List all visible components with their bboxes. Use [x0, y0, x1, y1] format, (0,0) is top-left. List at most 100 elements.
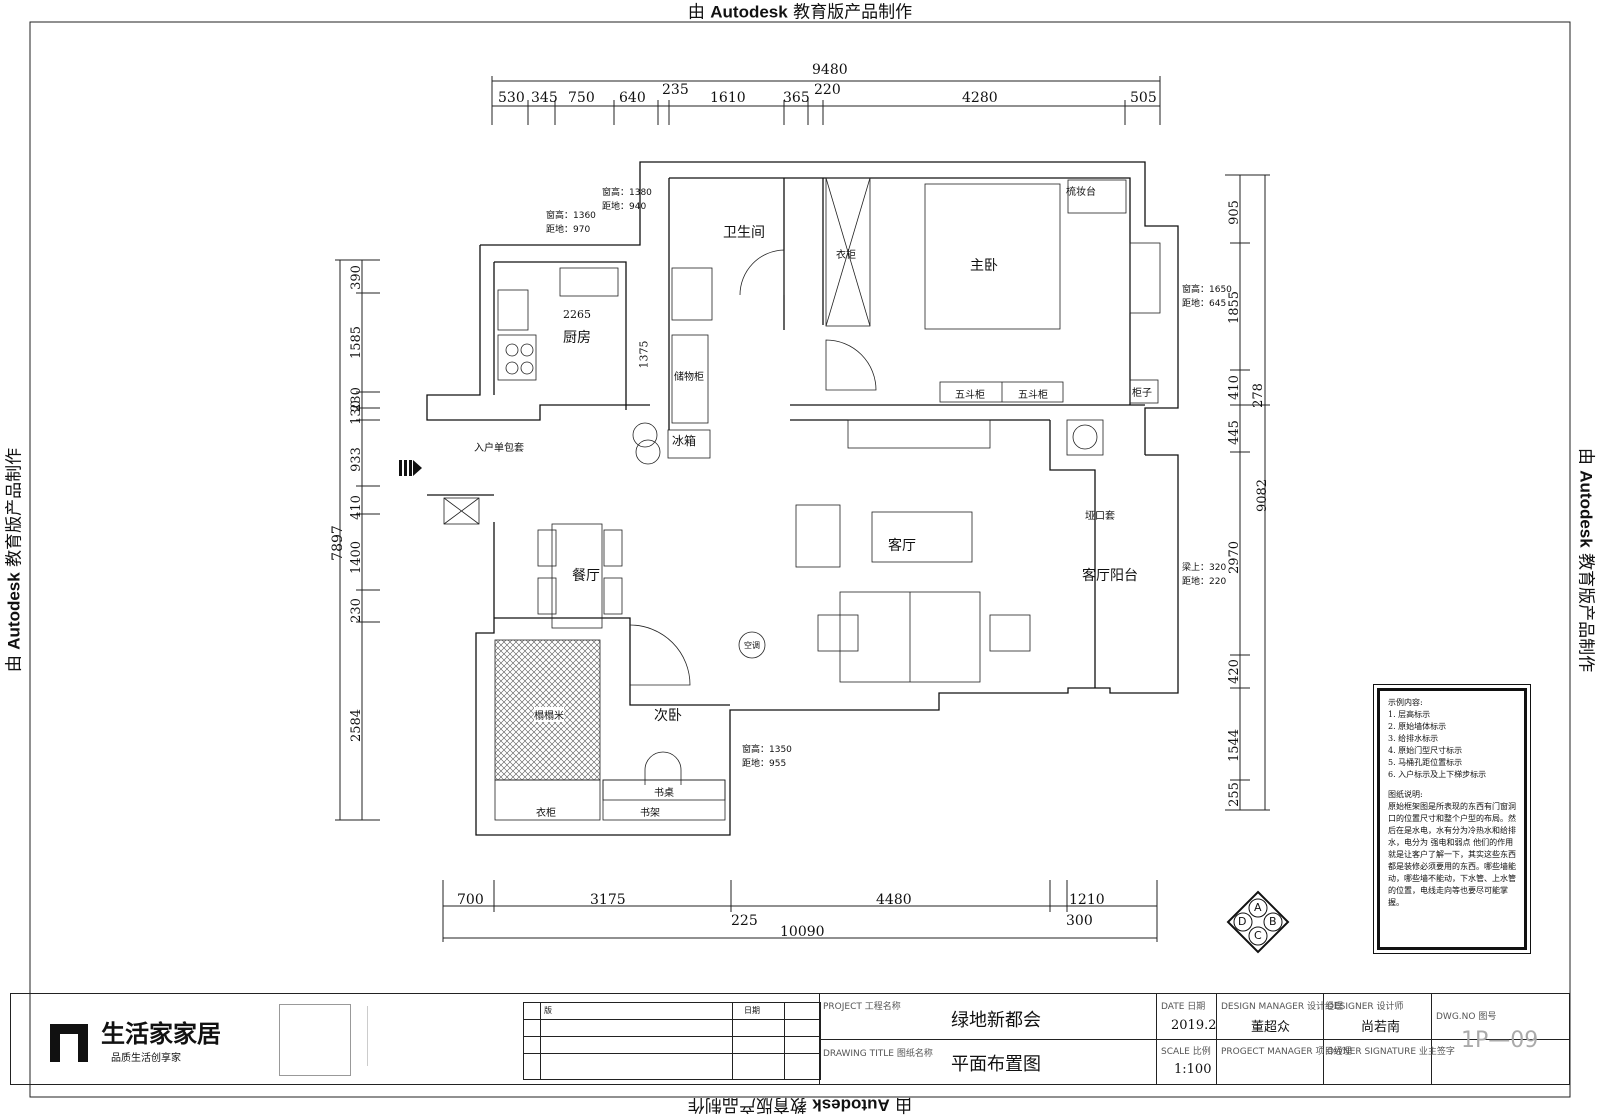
fine-print	[367, 1006, 498, 1066]
project-name: 绿地新都会	[951, 1006, 1041, 1032]
room-living-balcony: 客厅阳台	[1082, 565, 1138, 585]
designer: 尚若南	[1361, 1016, 1400, 1035]
rev-header: 版	[544, 1005, 552, 1016]
legend-item: 2. 原始墙体标示	[1388, 721, 1516, 733]
dim-left-1: 1585	[349, 326, 364, 359]
label-chest-left: 五斗柜	[955, 386, 985, 401]
compass-c: C	[1254, 929, 1262, 942]
dim-top-total: 9480	[812, 62, 848, 78]
date-label: DATE 日期	[1161, 999, 1205, 1012]
dim-top-1: 345	[531, 90, 558, 106]
legend-item: 4. 原始门型尺寸标示	[1388, 745, 1516, 757]
legend-item: 1. 层高标示	[1388, 709, 1516, 721]
dim-left-6: 1400	[349, 541, 364, 574]
legend-item: 6. 入户标示及上下梯步标示	[1388, 769, 1516, 781]
label-tatami: 榻榻米	[534, 707, 564, 722]
dim-bottom-small-1: 300	[1066, 913, 1093, 929]
label-ac: 空调	[744, 640, 760, 651]
room-second-bedroom: 次卧	[654, 705, 682, 725]
dim-left-4: 933	[349, 447, 364, 472]
room-bathroom: 卫生间	[723, 222, 765, 242]
owner-signature-label: OWNER SIGNATURE 业主签字	[1327, 1044, 1455, 1057]
label-storage-cabinet: 储物柜	[674, 368, 704, 383]
project-label: PROJECT 工程名称	[823, 999, 901, 1012]
dim-right-7: 255	[1227, 782, 1242, 807]
dim-left-3: 130	[349, 400, 364, 425]
dim-top-5: 1610	[710, 90, 746, 106]
legend-item: 3. 给排水标示	[1388, 733, 1516, 745]
dim-kitchen-width: 2265	[563, 308, 591, 321]
scale-value: 1:100	[1174, 1062, 1211, 1077]
dim-left-7: 230	[349, 598, 364, 623]
design-manager-label: DESIGN MANAGER 设计经理	[1221, 999, 1343, 1012]
dim-bottom-2: 4480	[876, 892, 912, 908]
label-desk: 书桌	[654, 784, 674, 799]
dim-right-outer: 278	[1251, 383, 1266, 408]
date-value: 2019.2	[1171, 1018, 1217, 1033]
label-chest-right: 五斗柜	[1018, 386, 1048, 401]
dim-bottom-0: 700	[457, 892, 484, 908]
entry-arrow-icon	[399, 460, 422, 476]
drawing-title-label: DRAWING TITLE 图纸名称	[823, 1046, 933, 1059]
legend-box: 示例内容: 1. 层高标示 2. 原始墙体标示 3. 给排水标示 4. 原始门型…	[1377, 688, 1527, 950]
dim-top-9: 505	[1130, 90, 1157, 106]
dwg-number: 1P—09	[1461, 1028, 1538, 1053]
compass-d: D	[1238, 915, 1246, 928]
dim-left-total: 7897	[330, 525, 346, 561]
company-stamp	[279, 1004, 351, 1076]
room-living: 客厅	[888, 535, 916, 555]
label-fridge: 冰箱	[672, 432, 696, 449]
legend-desc-title: 图纸说明:	[1388, 789, 1516, 801]
legend-desc: 原始框架图是所表现的东西有门窗洞口的位置尺寸和整个户型的布局。然后在是水电，水有…	[1388, 801, 1516, 909]
designer-label: DESIGNER 设计师	[1327, 999, 1404, 1012]
dim-left-5: 410	[349, 495, 364, 520]
dim-bottom-total: 10090	[780, 924, 825, 940]
label-wardrobe-second: 衣柜	[536, 804, 556, 819]
dim-top-3: 640	[619, 90, 646, 106]
dim-right-total: 9082	[1255, 479, 1270, 512]
dim-left-0: 390	[349, 265, 364, 290]
dim-bottom-3: 1210	[1069, 892, 1105, 908]
dim-top-2: 750	[568, 90, 595, 106]
drawing-title: 平面布置图	[951, 1050, 1041, 1076]
rev-date-header: 日期	[744, 1005, 760, 1016]
company-name: 生活家家居	[101, 1014, 221, 1049]
legend-title: 示例内容:	[1388, 697, 1516, 709]
dim-right-3: 445	[1227, 420, 1242, 445]
dim-bottom-small-0: 225	[731, 913, 758, 929]
room-master-bedroom: 主卧	[970, 255, 998, 275]
design-manager: 董超众	[1251, 1016, 1290, 1035]
room-dining: 餐厅	[572, 565, 600, 585]
label-bookshelf: 书架	[640, 804, 660, 819]
dim-right-5: 420	[1227, 659, 1242, 684]
label-wardrobe-master: 衣柜	[836, 246, 856, 261]
scale-label: SCALE 比例	[1161, 1044, 1211, 1057]
dim-top-7: 220	[814, 82, 841, 98]
revision-table: 版 日期	[523, 1002, 821, 1080]
room-kitchen: 厨房	[563, 327, 591, 347]
label-entry-cover: 入户单包套	[474, 439, 524, 454]
compass-b: B	[1269, 915, 1277, 928]
dim-top-8: 4280	[962, 90, 998, 106]
dim-top-4: 235	[662, 82, 689, 98]
legend-item: 5. 马桶孔距位置标示	[1388, 757, 1516, 769]
dim-right-4: 2970	[1227, 541, 1242, 574]
label-dresser: 梳妆台	[1066, 183, 1096, 198]
label-cabinet: 柜子	[1132, 384, 1152, 399]
compass-a: A	[1254, 901, 1262, 914]
dim-bottom-1: 3175	[590, 892, 626, 908]
dim-right-2: 410	[1227, 375, 1242, 400]
dim-kitchen-depth: 1375	[638, 341, 651, 369]
dim-right-6: 1544	[1227, 729, 1242, 762]
dim-left-8: 2584	[349, 709, 364, 742]
dwg-label: DWG.NO 图号	[1436, 1009, 1496, 1022]
label-door-cover: 垭口套	[1085, 507, 1115, 522]
dim-right-0: 905	[1227, 200, 1242, 225]
company-slogan: 品质生活创享家	[111, 1049, 181, 1064]
